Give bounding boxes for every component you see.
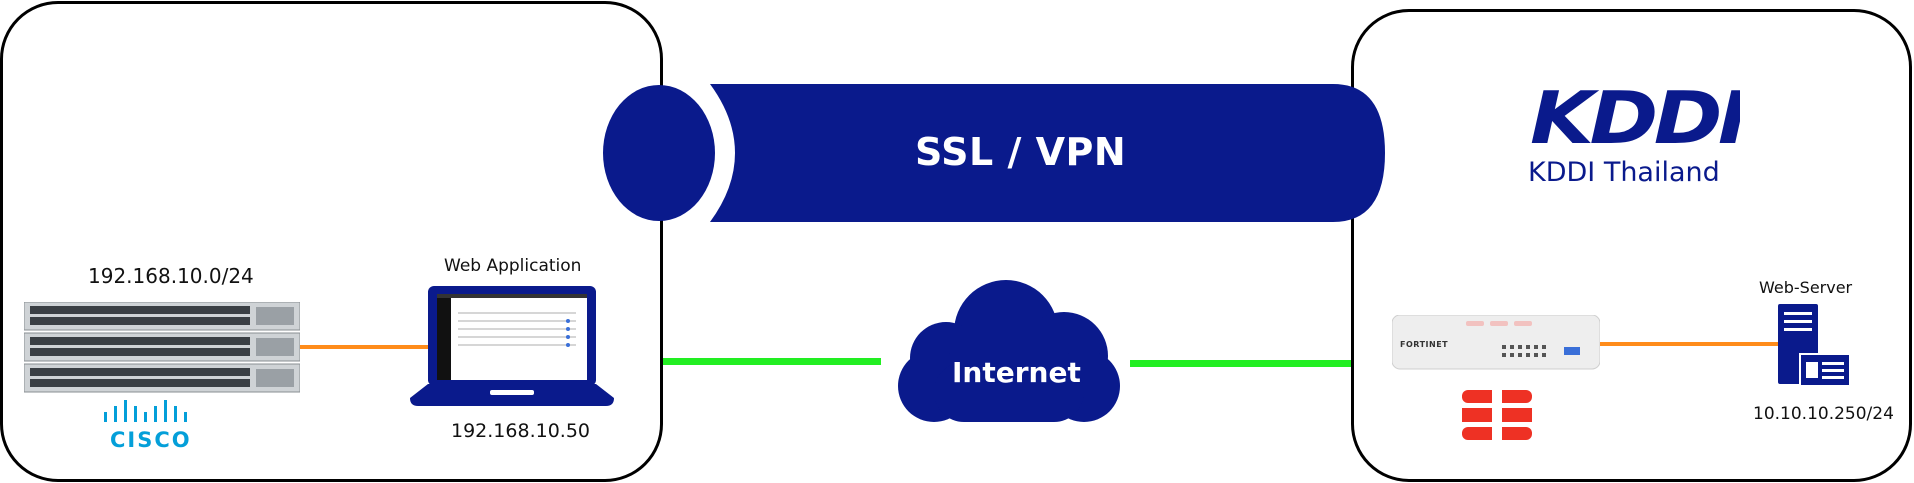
- cloud-icon: [898, 280, 1120, 422]
- switch-stack-icon: [24, 302, 300, 393]
- internet-link-right: [1130, 360, 1351, 367]
- internet-link-left: [663, 358, 881, 365]
- cisco-logo-text: CISCO: [110, 428, 192, 452]
- web-server-label: Web-Server: [1759, 278, 1853, 297]
- firewall-icon: [1392, 315, 1600, 370]
- web-application-label: Web Application: [444, 256, 582, 276]
- cisco-logo-icon: [104, 400, 187, 422]
- fortinet-logo-icon: [1462, 390, 1532, 440]
- vpn-tunnel: [603, 84, 1385, 222]
- kddi-thailand-label: KDDI Thailand: [1528, 157, 1720, 188]
- vpn-label: SSL / VPN: [915, 130, 1127, 174]
- right-site-frame: [1351, 9, 1912, 482]
- left-subnet-label: 192.168.10.0/24: [88, 264, 254, 288]
- laptop-ip-label: 192.168.10.50: [451, 420, 591, 442]
- fortinet-device-brand: FORTINET: [1400, 340, 1449, 349]
- laptop-icon: [410, 286, 614, 406]
- kddi-logo-text: KDDI: [1530, 82, 1740, 154]
- server-icon: [1778, 304, 1850, 386]
- internet-label: Internet: [952, 356, 1081, 389]
- lan-link-firewall-server: [1600, 342, 1780, 346]
- server-ip-label: 10.10.10.250/24: [1753, 404, 1894, 424]
- lan-link-switch-laptop: [300, 345, 430, 349]
- kddi-logo-icon: KDDI: [1530, 82, 1740, 154]
